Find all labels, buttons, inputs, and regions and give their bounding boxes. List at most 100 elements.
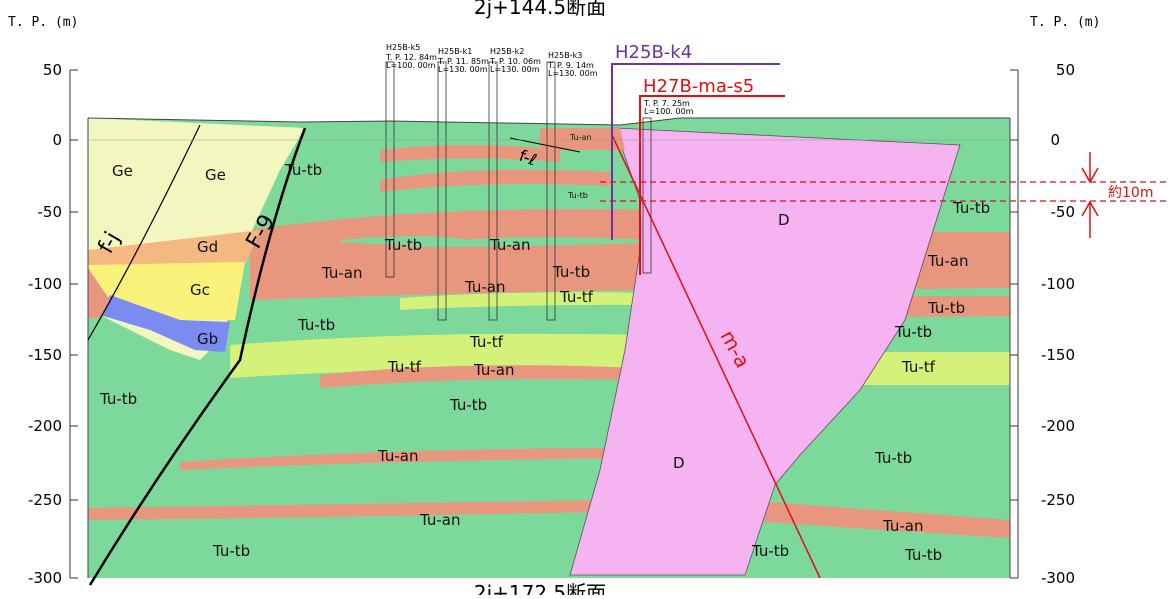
left-tick-labels: 50 0 -50 -100 -150 -200 -250 -300 bbox=[28, 61, 62, 587]
unit-tu-an-band bbox=[88, 500, 600, 520]
svg-text:Ge: Ge bbox=[112, 162, 133, 180]
unit-tu-tf-lens bbox=[400, 292, 650, 310]
svg-text:Tu-an: Tu-an bbox=[464, 278, 506, 296]
svg-text:Tu-tb: Tu-tb bbox=[904, 546, 942, 564]
svg-text:L=130. 00m: L=130. 00m bbox=[490, 65, 540, 74]
right-tick-labels: 50 0 -50 -100 -150 -200 -250 -300 bbox=[1041, 61, 1075, 587]
borehole-label-k4: H25B-k4 bbox=[615, 42, 692, 63]
unit-tu-tb-lens bbox=[340, 236, 470, 245]
svg-text:Ge: Ge bbox=[205, 166, 226, 184]
fault-f-l-line bbox=[509, 137, 581, 153]
svg-text:Tu-tb: Tu-tb bbox=[751, 542, 789, 560]
svg-text:-150: -150 bbox=[28, 346, 62, 364]
svg-text:0: 0 bbox=[1050, 131, 1060, 149]
svg-text:Tu-tb: Tu-tb bbox=[894, 323, 932, 341]
svg-text:T. P. 9. 14m: T. P. 9. 14m bbox=[547, 61, 594, 70]
unit-tu-an-main bbox=[250, 243, 650, 300]
svg-text:L=130. 00m: L=130. 00m bbox=[548, 69, 598, 78]
svg-text:Tu-tf: Tu-tf bbox=[469, 333, 504, 351]
borehole-k4-line bbox=[611, 63, 780, 240]
svg-text:-200: -200 bbox=[28, 417, 62, 435]
borehole-label-ma-s5: H27B-ma-s5 bbox=[643, 76, 754, 97]
svg-text:D: D bbox=[673, 454, 685, 472]
unit-tu-an-lens bbox=[250, 209, 650, 249]
svg-text:T. P. 7. 25m: T. P. 7. 25m bbox=[643, 99, 690, 108]
ground-surface bbox=[87, 117, 1010, 126]
borehole-labels: H25B-k5 T. P. 12. 84m L=100. 00m H25B-k1… bbox=[385, 43, 694, 116]
svg-text:Tu-an: Tu-an bbox=[321, 264, 363, 282]
borehole-k5 bbox=[385, 61, 395, 278]
svg-text:Gb: Gb bbox=[197, 330, 218, 348]
svg-text:H25B-k5: H25B-k5 bbox=[386, 43, 420, 52]
svg-text:50: 50 bbox=[1056, 61, 1075, 79]
unit-gd bbox=[88, 230, 260, 268]
fault-f-j-line bbox=[87, 124, 201, 341]
svg-text:H25B-k2: H25B-k2 bbox=[490, 47, 524, 56]
unit-tu-an-lens bbox=[380, 145, 560, 162]
svg-text:Tu-tb: Tu-tb bbox=[927, 299, 965, 317]
svg-text:Tu-an: Tu-an bbox=[473, 361, 515, 379]
svg-text:Tu-tb: Tu-tb bbox=[212, 542, 250, 560]
unit-tu-an-lens bbox=[380, 169, 610, 192]
section-title-bottom: 2j+172.5断面 bbox=[474, 581, 606, 595]
svg-text:-250: -250 bbox=[1041, 491, 1075, 509]
svg-text:Gc: Gc bbox=[190, 281, 210, 299]
right-axis-unit: T. P. (m) bbox=[1030, 15, 1100, 30]
svg-text:Gd: Gd bbox=[197, 238, 218, 256]
unit-gb bbox=[100, 295, 230, 352]
unit-tu-an-right bbox=[730, 500, 1010, 538]
unit-tu-an-band bbox=[180, 448, 640, 470]
unit-tu-tf-band bbox=[230, 353, 640, 378]
svg-text:H25B-k3: H25B-k3 bbox=[548, 51, 582, 60]
svg-text:L=130. 00m: L=130. 00m bbox=[438, 65, 488, 74]
borehole-k1 bbox=[437, 61, 447, 321]
svg-text:-100: -100 bbox=[28, 275, 62, 293]
svg-text:Tu-tb: Tu-tb bbox=[449, 396, 487, 414]
left-axis bbox=[69, 69, 78, 579]
svg-text:Tu-tb: Tu-tb bbox=[567, 191, 588, 200]
svg-text:-300: -300 bbox=[1041, 569, 1075, 587]
svg-text:Tu-tb: Tu-tb bbox=[552, 263, 590, 281]
svg-text:Tu-an: Tu-an bbox=[489, 236, 531, 254]
section-title-top: 2j+144.5断面 bbox=[474, 0, 606, 19]
svg-text:Tu-an: Tu-an bbox=[927, 252, 969, 270]
svg-text:H25B-k1: H25B-k1 bbox=[438, 47, 472, 56]
svg-text:L=100. 00m: L=100. 00m bbox=[644, 107, 694, 116]
right-axis bbox=[1010, 69, 1019, 579]
fault-m-a-line bbox=[611, 134, 821, 579]
svg-text:L=100. 00m: L=100. 00m bbox=[386, 61, 436, 70]
fault-f-9-line bbox=[88, 127, 307, 586]
unit-labels-small: Tu-an Tu-tb bbox=[567, 133, 592, 200]
svg-text:-50: -50 bbox=[38, 203, 63, 221]
svg-text:Tu-tf: Tu-tf bbox=[387, 358, 422, 376]
unit-tu-an-surface bbox=[540, 128, 625, 150]
borehole-k3 bbox=[546, 61, 556, 321]
svg-text:-100: -100 bbox=[1041, 275, 1075, 293]
svg-text:-250: -250 bbox=[28, 491, 62, 509]
svg-text:-200: -200 bbox=[1041, 417, 1075, 435]
svg-text:Tu-tb: Tu-tb bbox=[284, 161, 322, 179]
unit-tu-tf-band bbox=[230, 333, 640, 360]
svg-text:Tu-tb: Tu-tb bbox=[99, 390, 137, 408]
svg-text:Tu-an: Tu-an bbox=[419, 511, 461, 529]
svg-text:T. P. 10. 06m: T. P. 10. 06m bbox=[489, 57, 541, 66]
unit-tu-an-band bbox=[320, 365, 640, 388]
svg-text:-50: -50 bbox=[1051, 203, 1076, 221]
svg-text:Tu-tf: Tu-tf bbox=[901, 358, 936, 376]
svg-text:Tu-tb: Tu-tb bbox=[384, 236, 422, 254]
left-axis-unit: T. P. (m) bbox=[8, 15, 78, 30]
svg-text:50: 50 bbox=[43, 61, 62, 79]
svg-text:D: D bbox=[778, 211, 790, 229]
svg-text:-300: -300 bbox=[28, 569, 62, 587]
section-body bbox=[88, 118, 1010, 578]
svg-text:T. P. 12. 84m: T. P. 12. 84m bbox=[385, 53, 437, 62]
svg-text:Tu-tb: Tu-tb bbox=[874, 449, 912, 467]
annotation-10m: 約10m bbox=[1108, 185, 1153, 201]
fault-label-f-l: f-ℓ bbox=[517, 146, 540, 170]
svg-text:Tu-an: Tu-an bbox=[569, 133, 592, 142]
svg-text:Tu-tb: Tu-tb bbox=[297, 316, 335, 334]
borehole-ma-s5-line bbox=[639, 95, 785, 275]
svg-text:0: 0 bbox=[52, 131, 62, 149]
unit-labels: Ge Ge Gd Gc Gb Tu-tb Tu-tb Tu-an Tu-an T… bbox=[99, 161, 990, 564]
